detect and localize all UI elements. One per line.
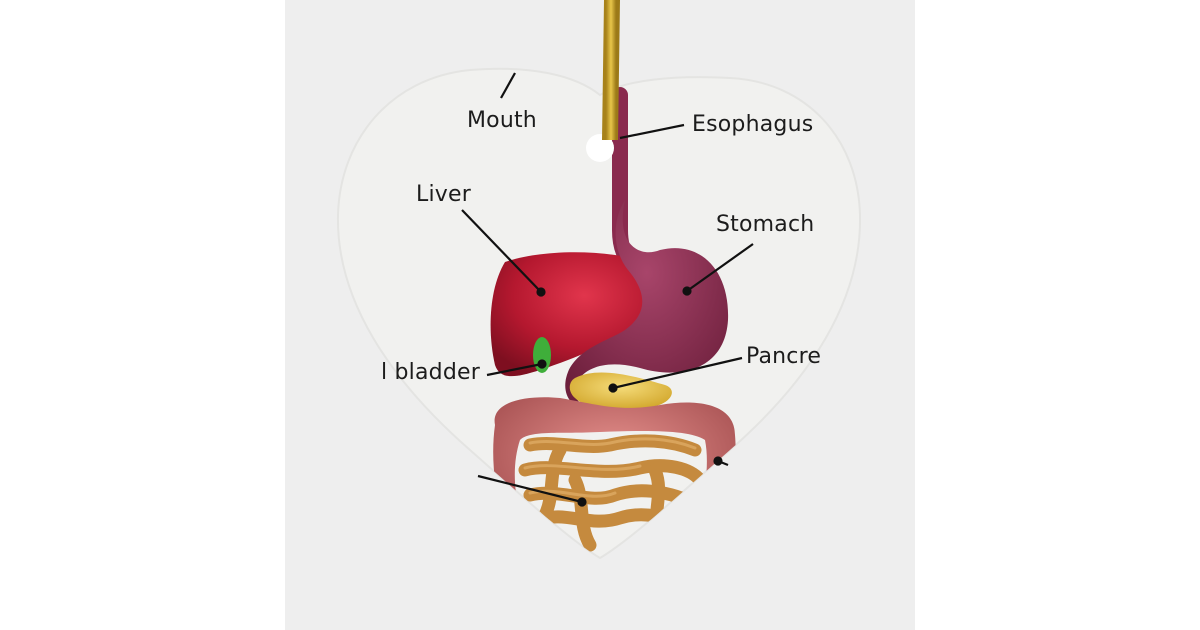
label-esophagus: Esophagus: [692, 112, 814, 137]
label-gallbladder: l bladder: [381, 360, 480, 385]
stomach-shape: [565, 200, 729, 409]
label-stomach: Stomach: [716, 212, 815, 237]
label-pancreas: Pancre: [746, 344, 822, 369]
pancreas-shape: [569, 372, 672, 409]
label-mouth: Mouth: [467, 108, 537, 133]
ribbon: [602, 0, 620, 141]
label-liver: Liver: [416, 182, 471, 207]
